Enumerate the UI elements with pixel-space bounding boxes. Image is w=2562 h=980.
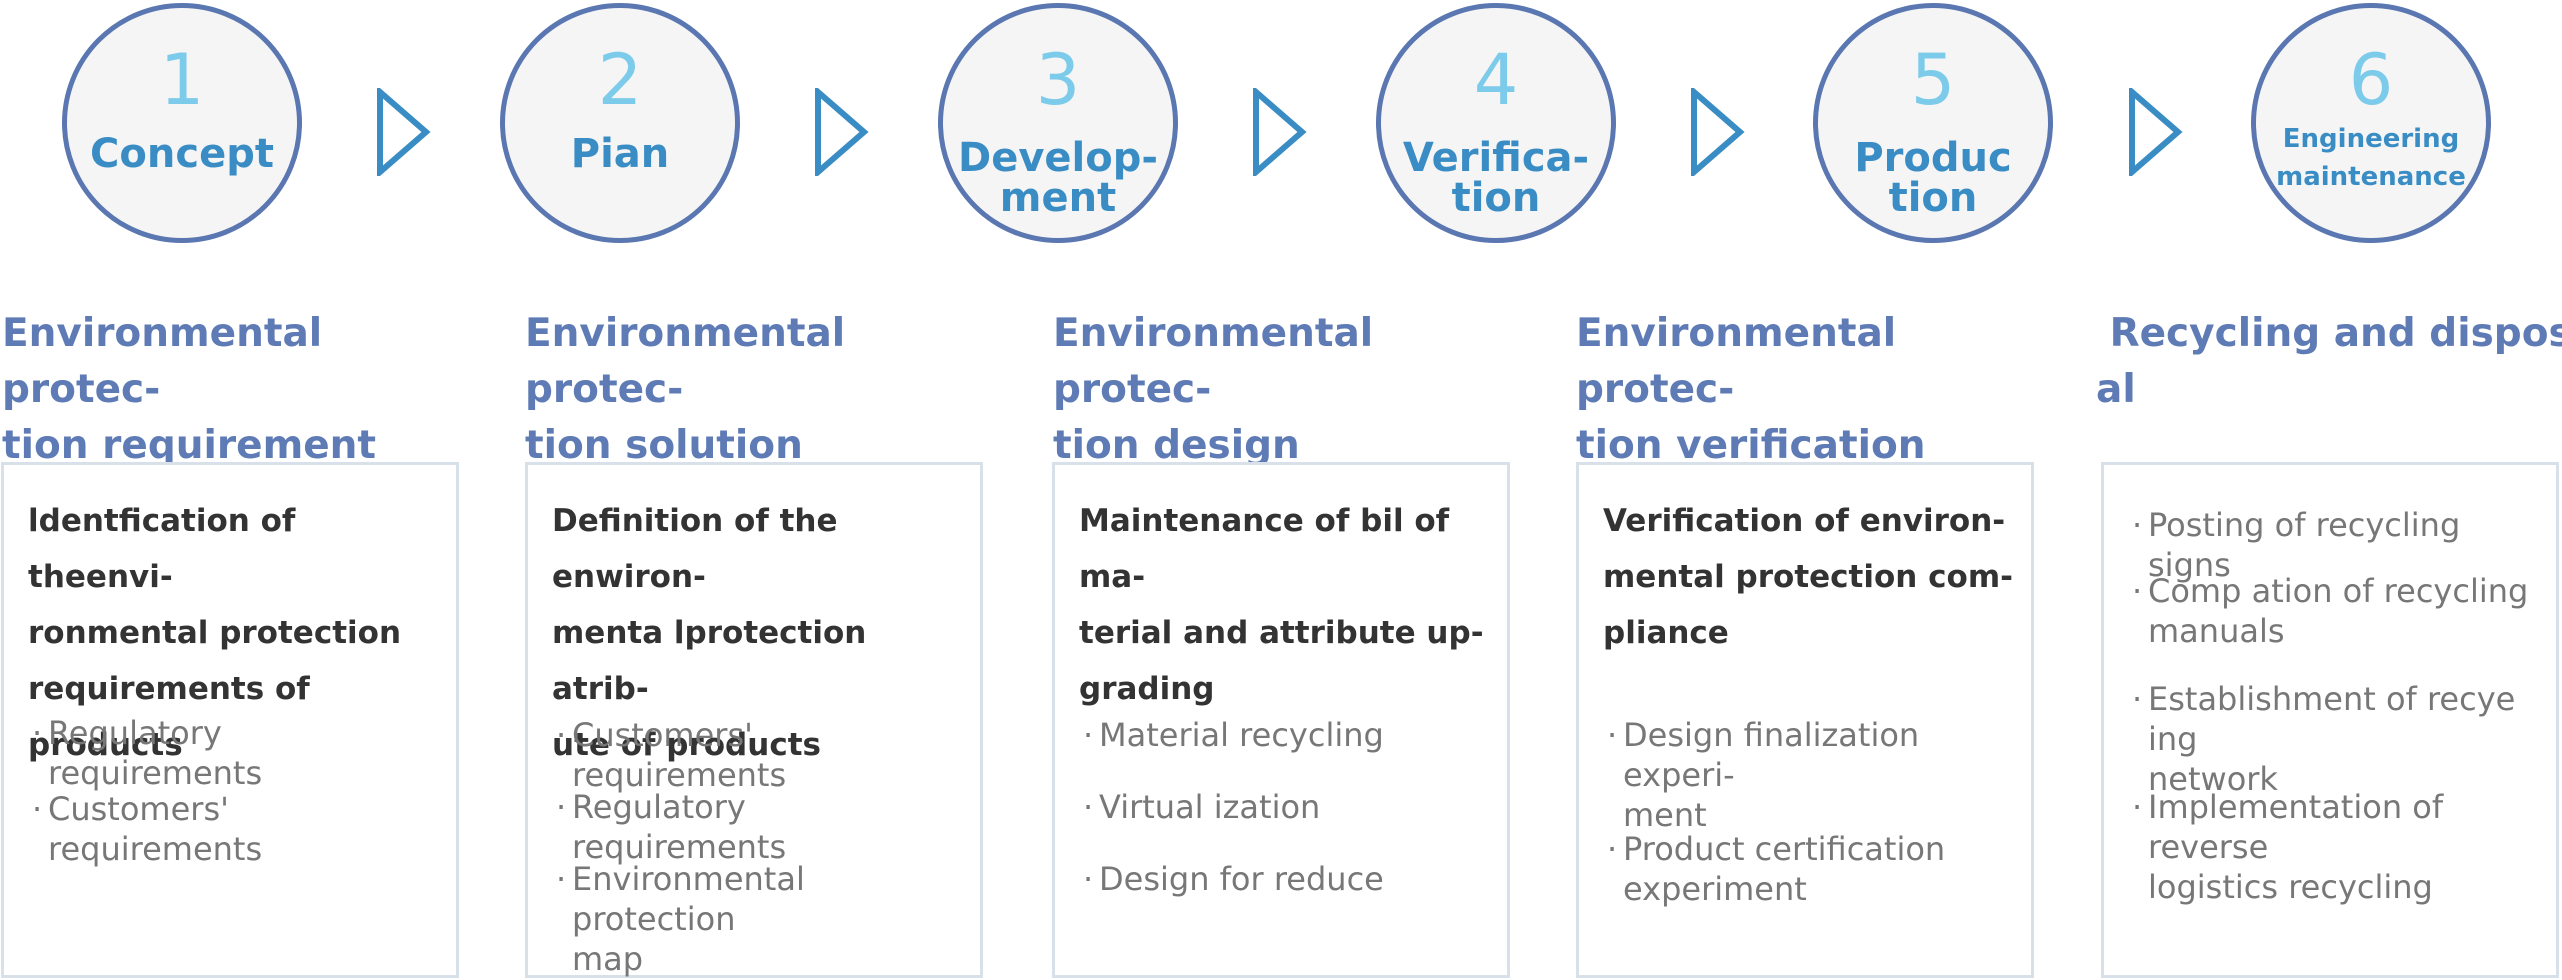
step-number: 2 [597,39,643,121]
step-circle-2: 2 Pian [500,3,740,243]
list-item-text: Design for reduce [1099,860,1384,898]
list-item: ·Environmental protection map [556,859,968,979]
bullet: · [2132,680,2143,718]
step-name: Pian [570,131,670,177]
step-circle-6: 6 Engineering maintenance [2251,3,2491,243]
list-item-text: Design finalization experi- ment [1623,716,1920,834]
box-title: Maintenance of bil of ma- terial and att… [1079,503,1484,707]
chevron-right-icon [1253,88,1307,176]
bullet: · [1083,860,1094,898]
step-circle-5: 5 Produc tion [1813,3,2053,243]
step-circle-4: 4 Verifica- tion [1376,3,1616,243]
bullet: · [32,790,43,828]
list-item-text: Establishment of recye ing network [2148,680,2516,798]
stage-box-4: Verification of environ- mental protecti… [1576,462,2034,978]
list-item-text: Regulatory requirements [48,714,263,792]
stage-box-3: Maintenance of bil of ma- terial and att… [1052,462,1510,978]
list-item-text: Customers' requirements [572,716,787,794]
bullet: · [32,714,43,752]
step-name: Engineering maintenance [2276,124,2466,192]
bullet: · [556,788,567,826]
list-item-text: Virtual ization [1099,788,1321,826]
list-item-text: Comp ation of recycling manuals [2148,572,2529,650]
stage-heading: Environmental protec- tion verification [1576,311,1926,468]
step-number: 1 [159,39,205,121]
chevron-right-icon [377,88,431,176]
list-item-text: Environmental protection map [572,860,805,978]
list-item: ·Design for reduce [1083,859,1495,899]
list-item-text: Material recycling [1099,716,1384,754]
step-name: Produc tion [1854,135,2012,221]
box-title: Definition of the enwiron- menta lprotec… [552,503,867,763]
list-item: ·Implementation of reverse logistics rec… [2132,787,2544,907]
step-circle-1: 1 Concept [62,3,302,243]
bullet: · [2132,572,2143,610]
stage-heading: Environmental protec- tion design [1053,311,1374,468]
list-item: ·Design finalization experi- ment [1607,715,2019,835]
bullet: · [556,716,567,754]
bullet: · [1083,788,1094,826]
stage-heading: Recycling and dispos- al [2096,311,2562,412]
chevron-right-icon [815,88,869,176]
step-number: 3 [1035,39,1081,121]
chevron-right-icon [2129,88,2183,176]
list-item-text: Implementation of reverse logistics recy… [2148,788,2444,906]
stage-heading: Environmental protec- tion requirement [2,311,377,468]
list-item: ·Virtual ization [1083,787,1495,827]
list-item: ·Material recycling [1083,715,1495,755]
bullet: · [1607,830,1618,868]
list-item: ·Comp ation of recycling manuals [2132,571,2544,651]
list-item: ·Regulatory requirements [32,713,444,793]
stage-box-5: ·Posting of recycling signs ·Comp ation … [2101,462,2559,978]
bullet: · [1083,716,1094,754]
bullet: · [556,860,567,898]
list-item: ·Customers' requirements [32,789,444,869]
stage-heading: Environmental protec- tion solution [525,311,846,468]
chevron-right-icon [1691,88,1745,176]
step-name: Concept [90,131,274,177]
list-item: ·Posting of recycling signs [2132,505,2544,585]
list-item-text: Product certification experiment [1623,830,1946,908]
list-item: ·Establishment of recye ing network [2132,679,2544,799]
list-item: ·Regulatory requirements [556,787,968,867]
list-item-text: Posting of recycling signs [2148,506,2461,584]
list-item: ·Customers' requirements [556,715,968,795]
bullet: · [1607,716,1618,754]
step-number: 6 [2348,39,2394,121]
step-circle-3: 3 Develop- ment [938,3,1178,243]
stage-box-1: ldentfication of theenvi- ronmental prot… [1,462,459,978]
bullet: · [2132,506,2143,544]
step-name: Develop- ment [958,135,1158,221]
step-number: 5 [1910,39,1956,121]
stage-box-2: Definition of the enwiron- menta lprotec… [525,462,983,978]
step-number: 4 [1473,39,1519,121]
step-name: Verifica- tion [1402,135,1590,221]
list-item-text: Customers' requirements [48,790,263,868]
list-item: ·Product certification experiment [1607,829,2019,909]
box-title: Verification of environ- mental protecti… [1603,503,2013,651]
list-item-text: Regulatory requirements [572,788,787,866]
box-title: ldentfication of theenvi- ronmental prot… [28,503,402,763]
bullet: · [2132,788,2143,826]
